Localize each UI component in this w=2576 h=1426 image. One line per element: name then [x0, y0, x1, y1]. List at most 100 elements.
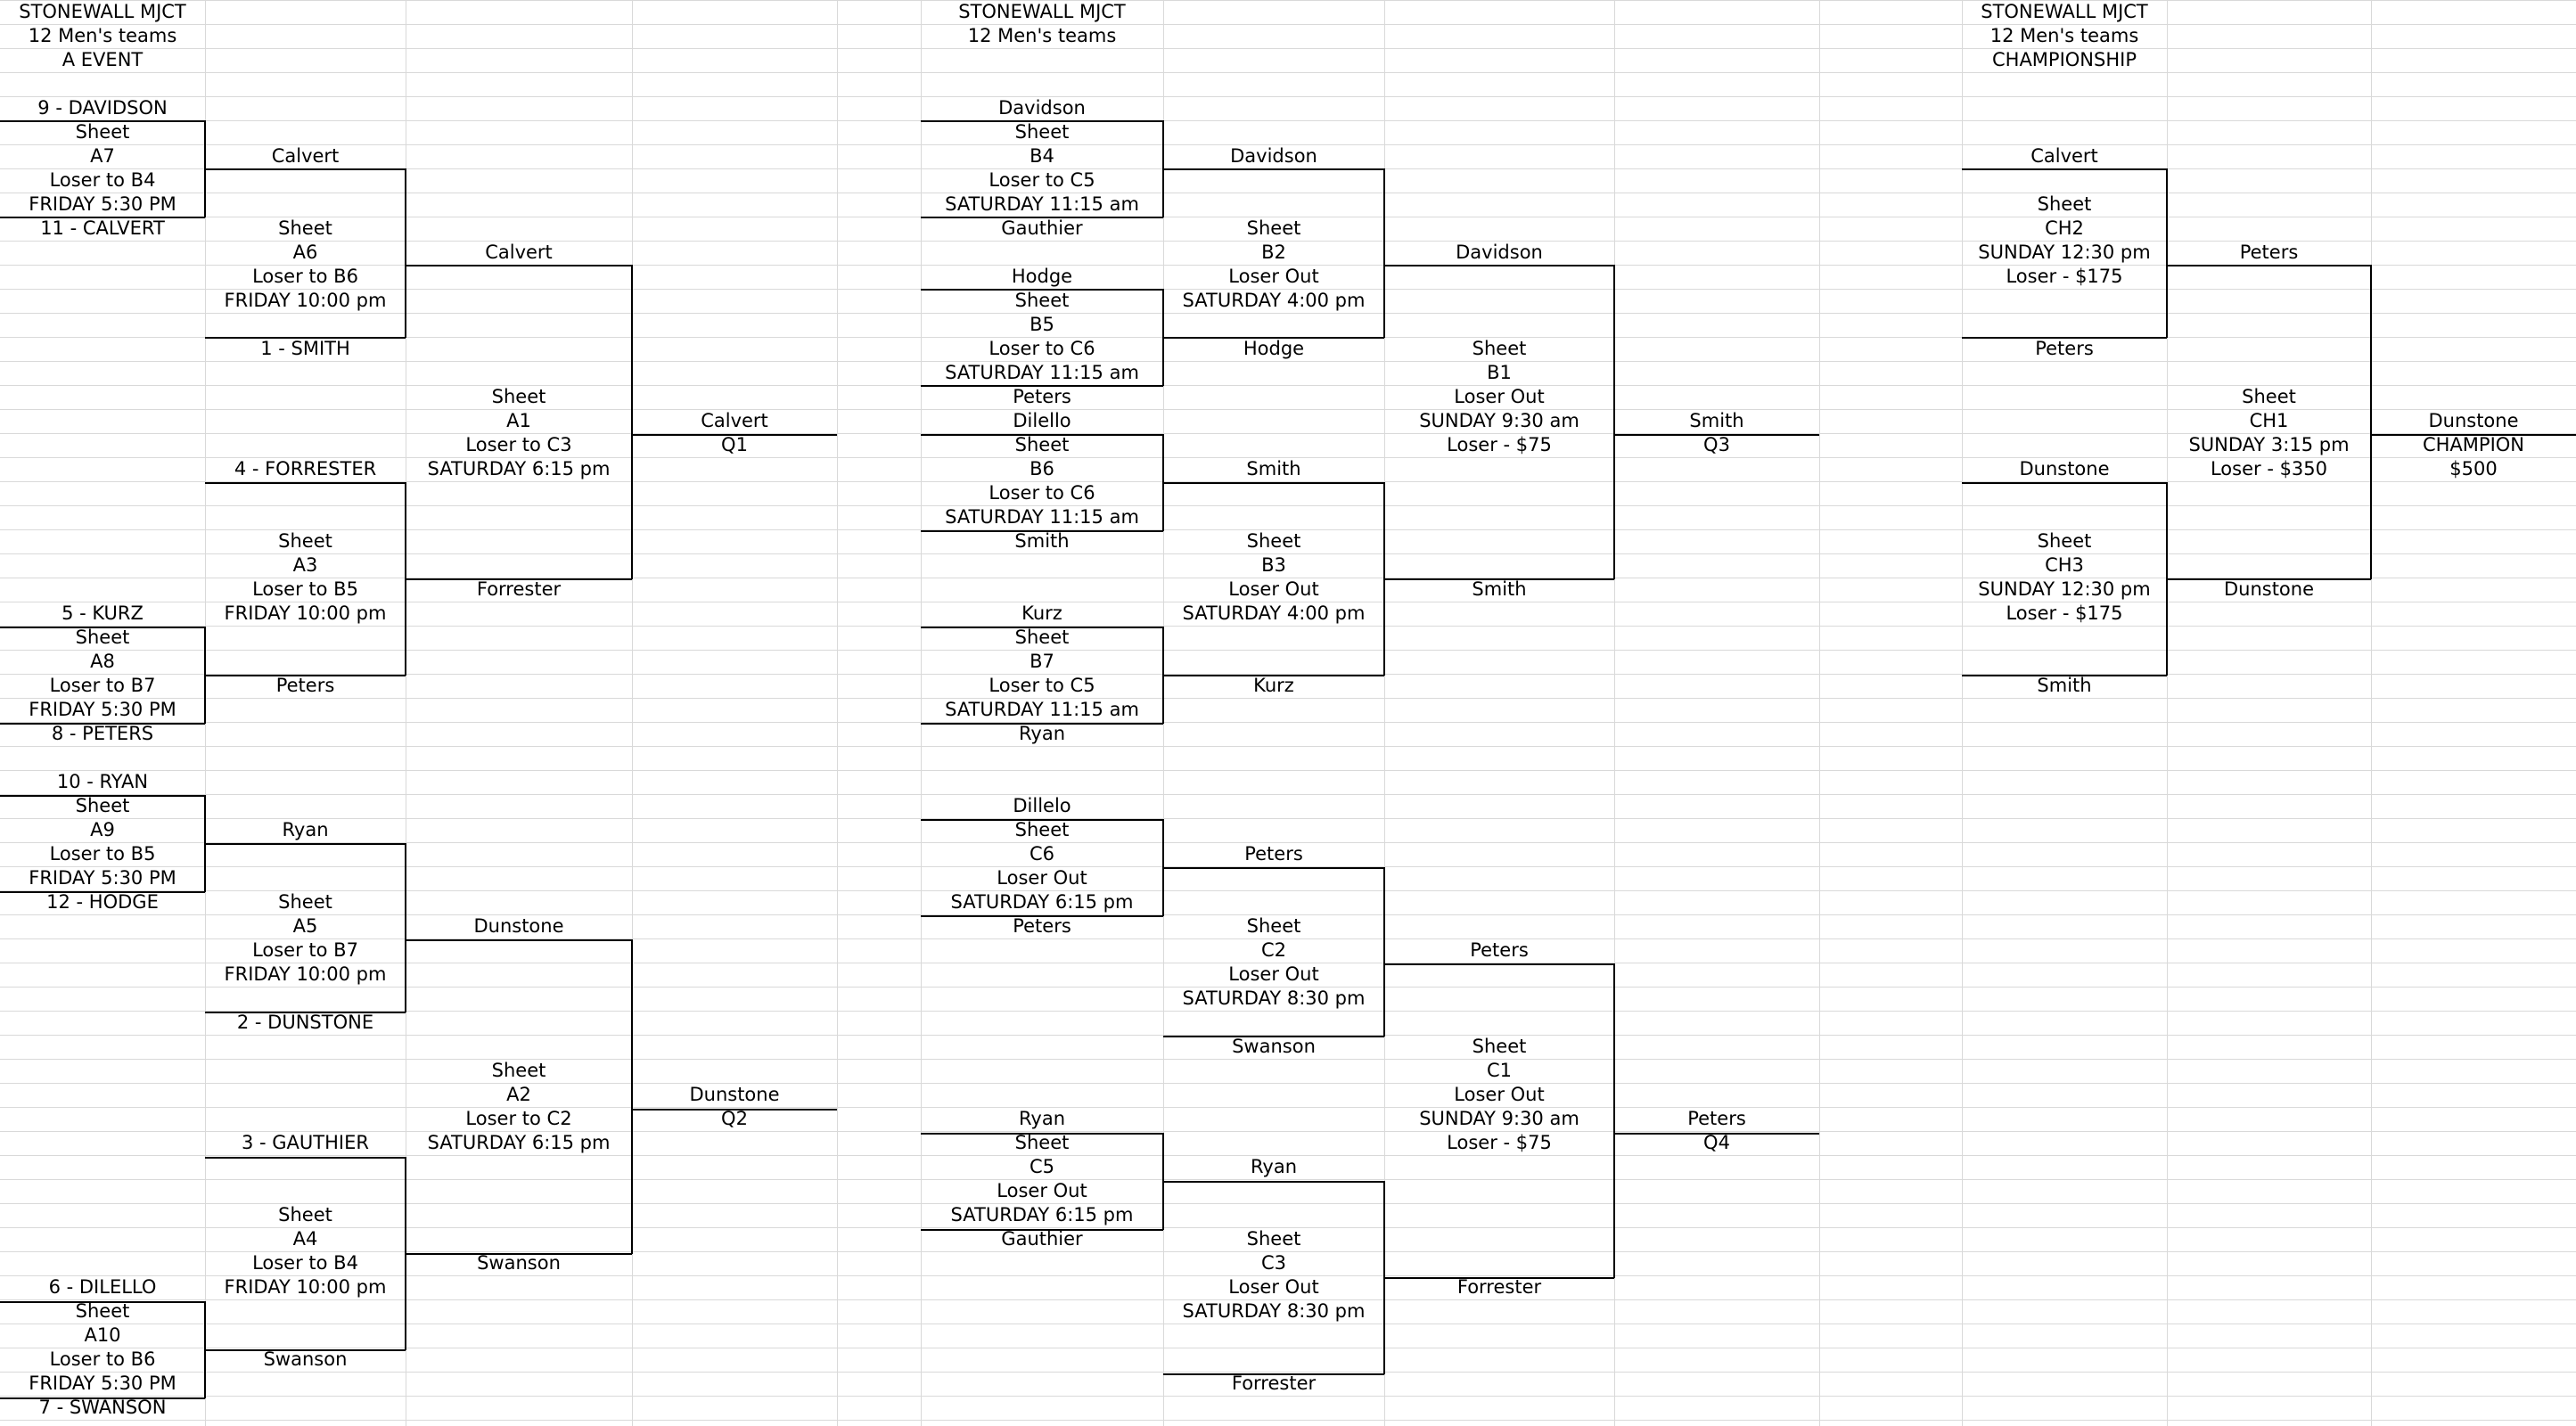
championship-bracket-cell[interactable]: Loser - $350 [2210, 458, 2328, 479]
b-event-bracket-cell[interactable]: Smith [1689, 410, 1744, 431]
a-event-bracket-cell[interactable]: FRIDAY 10:00 pm [224, 602, 387, 624]
a-event-bracket-cell[interactable]: A9 [90, 819, 115, 840]
c-event-bracket-cell[interactable]: C1 [1486, 1060, 1513, 1081]
a-event-bracket-cell[interactable]: Loser to C2 [465, 1108, 572, 1129]
a-event-bracket-cell[interactable]: Loser to B5 [252, 578, 358, 600]
b-event-bracket-cell[interactable]: B3 [1261, 554, 1286, 576]
c-event-bracket-cell[interactable]: SATURDAY 6:15 pm [950, 1204, 1134, 1225]
a-event-bracket-cell[interactable]: FRIDAY 5:30 PM [29, 867, 176, 889]
a-event-bracket-cell[interactable]: Sheet [278, 891, 332, 913]
c-event-bracket-cell[interactable]: C3 [1260, 1252, 1287, 1274]
b-event-bracket-cell[interactable]: Ryan [1018, 723, 1066, 744]
b-event-bracket-cell[interactable]: SATURDAY 11:15 am [945, 362, 1139, 383]
a-event-bracket-cell[interactable]: Loser to B7 [252, 939, 358, 961]
b-event-subtitle[interactable]: 12 Men's teams [967, 25, 1117, 46]
c-event-bracket-cell[interactable]: Peters [1244, 843, 1303, 865]
a-event-subtitle[interactable]: 12 Men's teams [28, 25, 177, 46]
b-event-bracket-cell[interactable]: Davidson [1456, 242, 1543, 263]
c-event-bracket-cell[interactable]: SUNDAY 9:30 am [1419, 1108, 1579, 1129]
a-event-bracket-cell[interactable]: Sheet [75, 627, 130, 648]
c-event-bracket-cell[interactable]: Forrester [1231, 1373, 1317, 1394]
a-event-bracket-cell[interactable]: A8 [90, 651, 115, 672]
b-event-bracket-cell[interactable]: Hodge [1243, 338, 1305, 359]
b-event-bracket-cell[interactable]: SATURDAY 4:00 pm [1182, 602, 1366, 624]
a-event-bracket-cell[interactable]: Swanson [477, 1252, 561, 1274]
b-event-bracket-cell[interactable]: Sheet [1246, 217, 1301, 239]
a-event-bracket-cell[interactable]: 4 - FORRESTER [234, 458, 377, 479]
a-event-bracket-cell[interactable]: Loser to B5 [49, 843, 156, 865]
b-event-bracket-cell[interactable]: Hodge [1011, 266, 1073, 287]
championship-bracket-cell[interactable]: Sheet [2037, 530, 2092, 552]
championship-bracket-cell[interactable]: SUNDAY 12:30 pm [1978, 242, 2151, 263]
a-event-bracket-cell[interactable]: SATURDAY 6:15 pm [427, 1132, 611, 1153]
b-event-bracket-cell[interactable]: Loser Out [1228, 266, 1319, 287]
c-event-bracket-cell[interactable]: Loser Out [1454, 1084, 1545, 1105]
a-event-bracket-cell[interactable]: Calvert [485, 242, 553, 263]
a-event-bracket-cell[interactable]: Sheet [491, 386, 546, 407]
c-event-bracket-cell[interactable]: SATURDAY 8:30 pm [1182, 1300, 1366, 1322]
b-event-bracket-cell[interactable]: Loser - $75 [1447, 434, 1552, 455]
b-event-bracket-cell[interactable]: B6 [1030, 458, 1054, 479]
c-event-bracket-cell[interactable]: Dillelo [1013, 795, 1071, 816]
a-event-bracket-cell[interactable]: Sheet [278, 1204, 332, 1225]
b-event-bracket-cell[interactable]: Loser to C6 [989, 482, 1095, 504]
championship-bracket-cell[interactable]: CH2 [2045, 217, 2084, 239]
a-event-bracket-cell[interactable]: Loser to B7 [49, 675, 156, 696]
c-event-bracket-cell[interactable]: Ryan [1018, 1108, 1066, 1129]
championship-bracket-cell[interactable]: SUNDAY 12:30 pm [1978, 578, 2151, 600]
championship-bracket-cell[interactable]: Peters [2239, 242, 2299, 263]
c-event-bracket-cell[interactable]: Sheet [1246, 915, 1301, 937]
b-event-bracket-cell[interactable]: B2 [1261, 242, 1286, 263]
a-event-bracket-cell[interactable]: FRIDAY 10:00 pm [224, 1276, 387, 1298]
c-event-bracket-cell[interactable]: Loser Out [997, 867, 1087, 889]
b-event-bracket-cell[interactable]: Sheet [1014, 290, 1070, 311]
a-event-bracket-cell[interactable]: Sheet [75, 795, 130, 816]
c-event-bracket-cell[interactable]: Swanson [1232, 1036, 1316, 1057]
championship-bracket-cell[interactable]: Dunstone [2223, 578, 2315, 600]
championship-label[interactable]: CHAMPIONSHIP [1991, 49, 2137, 70]
a-event-bracket-cell[interactable]: 12 - HODGE [46, 891, 159, 913]
a-event-bracket-cell[interactable]: A6 [292, 242, 318, 263]
a-event-bracket-cell[interactable]: Dunstone [473, 915, 564, 937]
a-event-bracket-cell[interactable]: FRIDAY 10:00 pm [224, 963, 387, 985]
c-event-bracket-cell[interactable]: SATURDAY 8:30 pm [1182, 988, 1366, 1009]
a-event-label[interactable]: A EVENT [62, 49, 144, 70]
b-event-bracket-cell[interactable]: Loser Out [1454, 386, 1545, 407]
championship-bracket-cell[interactable]: $500 [2449, 458, 2498, 479]
c-event-bracket-cell[interactable]: Q4 [1703, 1132, 1730, 1153]
c-event-bracket-cell[interactable]: SATURDAY 6:15 pm [950, 891, 1134, 913]
a-event-bracket-cell[interactable]: Loser to B4 [49, 169, 156, 191]
b-event-bracket-cell[interactable]: Loser to C6 [989, 338, 1095, 359]
a-event-bracket-cell[interactable]: FRIDAY 10:00 pm [224, 290, 387, 311]
c-event-bracket-cell[interactable]: Peters [1687, 1108, 1746, 1129]
a-event-bracket-cell[interactable]: 3 - GAUTHIER [242, 1132, 369, 1153]
a-event-bracket-cell[interactable]: Q2 [721, 1108, 748, 1129]
b-event-bracket-cell[interactable]: Kurz [1021, 602, 1062, 624]
a-event-bracket-cell[interactable]: A3 [292, 554, 318, 576]
championship-subtitle[interactable]: 12 Men's teams [1989, 25, 2139, 46]
a-event-bracket-cell[interactable]: A1 [506, 410, 531, 431]
b-event-bracket-cell[interactable]: Loser Out [1228, 578, 1319, 600]
c-event-bracket-cell[interactable]: Loser Out [997, 1180, 1087, 1201]
c-event-bracket-cell[interactable]: Ryan [1250, 1156, 1298, 1177]
a-event-bracket-cell[interactable]: Q1 [721, 434, 748, 455]
championship-bracket-cell[interactable]: Loser - $175 [2006, 602, 2123, 624]
championship-bracket-cell[interactable]: Peters [2035, 338, 2094, 359]
b-event-bracket-cell[interactable]: SATURDAY 11:15 am [945, 193, 1139, 215]
a-event-bracket-cell[interactable]: Calvert [271, 145, 340, 167]
b-event-bracket-cell[interactable]: Loser to C5 [989, 169, 1095, 191]
c-event-bracket-cell[interactable]: Peters [1470, 939, 1529, 961]
championship-bracket-cell[interactable]: CHAMPION [2422, 434, 2525, 455]
c-event-bracket-cell[interactable]: Forrester [1456, 1276, 1542, 1298]
a-event-bracket-cell[interactable]: Forrester [476, 578, 562, 600]
a-event-title[interactable]: STONEWALL MJCT [19, 1, 186, 22]
championship-bracket-cell[interactable]: SUNDAY 3:15 pm [2188, 434, 2350, 455]
championship-bracket-cell[interactable]: Sheet [2037, 193, 2092, 215]
championship-bracket-cell[interactable]: CH1 [2249, 410, 2289, 431]
a-event-bracket-cell[interactable]: Sheet [75, 121, 130, 143]
a-event-bracket-cell[interactable]: Peters [275, 675, 335, 696]
a-event-bracket-cell[interactable]: A4 [292, 1228, 318, 1250]
a-event-bracket-cell[interactable]: 5 - KURZ [62, 602, 144, 624]
a-event-bracket-cell[interactable]: FRIDAY 5:30 PM [29, 699, 176, 720]
